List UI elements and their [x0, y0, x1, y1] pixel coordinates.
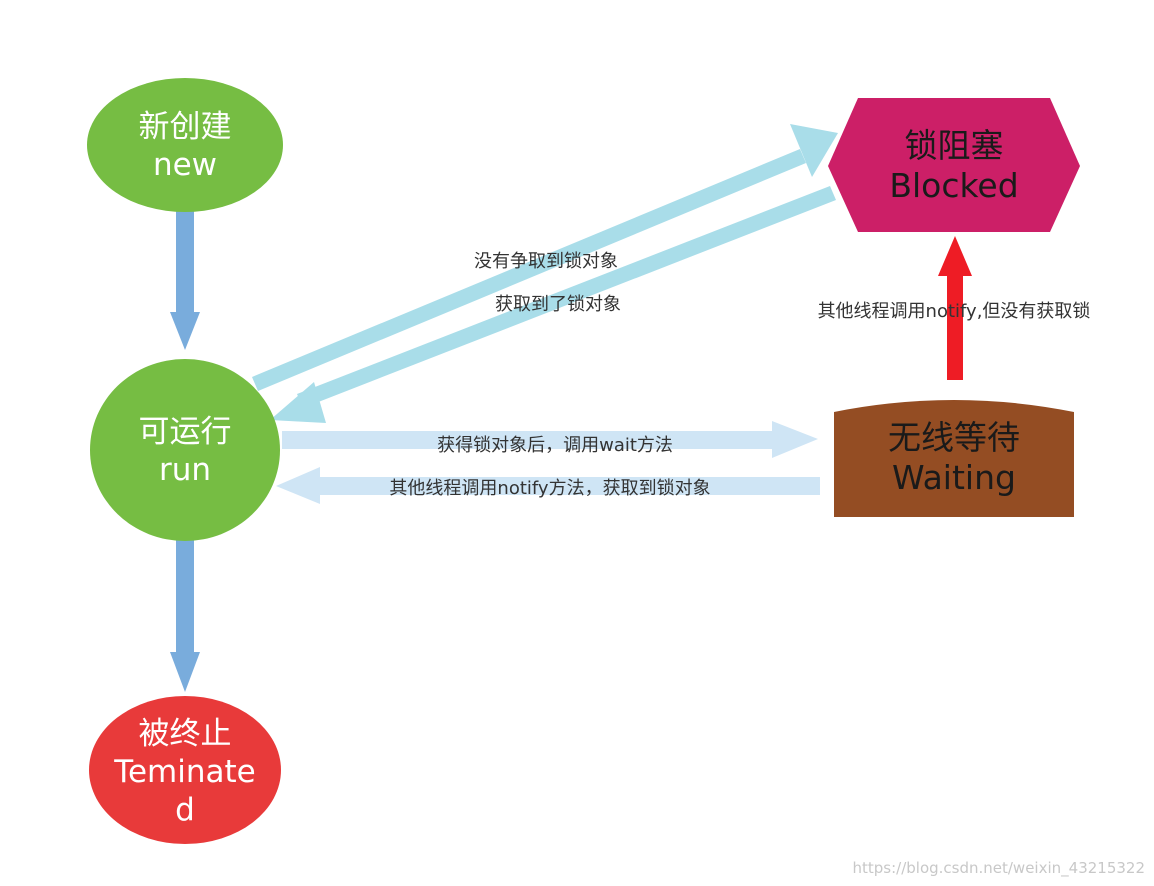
- state-runnable: 可运行 run: [90, 359, 280, 541]
- state-terminated-sublabel: Teminate: [113, 754, 255, 790]
- state-blocked-sublabel: Blocked: [889, 166, 1018, 205]
- edge-label-run-to-waiting: 获得锁对象后，调用wait方法: [437, 435, 673, 456]
- arrow-run-to-waiting: [282, 421, 818, 458]
- state-waiting: 无线等待 Waiting: [834, 400, 1074, 517]
- state-new: 新创建 new: [87, 78, 283, 212]
- edge-label-waiting-to-run: 其他线程调用notify方法，获取到锁对象: [389, 478, 710, 499]
- state-new-sublabel: new: [153, 147, 217, 183]
- state-waiting-label: 无线等待: [888, 418, 1020, 457]
- arrow-new-to-run: [170, 205, 200, 350]
- state-blocked-label: 锁阻塞: [905, 126, 1004, 165]
- state-terminated-label: 被终止: [139, 716, 232, 752]
- state-runnable-sublabel: run: [159, 452, 211, 488]
- edge-label-run-to-blocked: 没有争取到锁对象: [474, 251, 618, 272]
- state-terminated: 被终止 Teminate d: [89, 696, 281, 844]
- state-new-label: 新创建: [139, 109, 232, 145]
- state-runnable-label: 可运行: [139, 414, 232, 450]
- arrow-run-to-terminated: [170, 540, 200, 692]
- state-terminated-sublabel-cont: d: [175, 792, 195, 828]
- arrow-waiting-to-blocked: [938, 236, 972, 380]
- arrow-run-to-blocked: [252, 124, 838, 391]
- arrow-blocked-to-run: [270, 186, 836, 423]
- edge-label-waiting-to-blocked: 其他线程调用notify,但没有获取锁: [818, 301, 1091, 322]
- watermark-text: https://blog.csdn.net/weixin_43215322: [852, 859, 1145, 878]
- state-blocked: 锁阻塞 Blocked: [828, 98, 1080, 232]
- arrow-waiting-to-run: [276, 467, 820, 504]
- state-waiting-sublabel: Waiting: [892, 458, 1016, 497]
- edge-label-blocked-to-run: 获取到了锁对象: [495, 294, 621, 315]
